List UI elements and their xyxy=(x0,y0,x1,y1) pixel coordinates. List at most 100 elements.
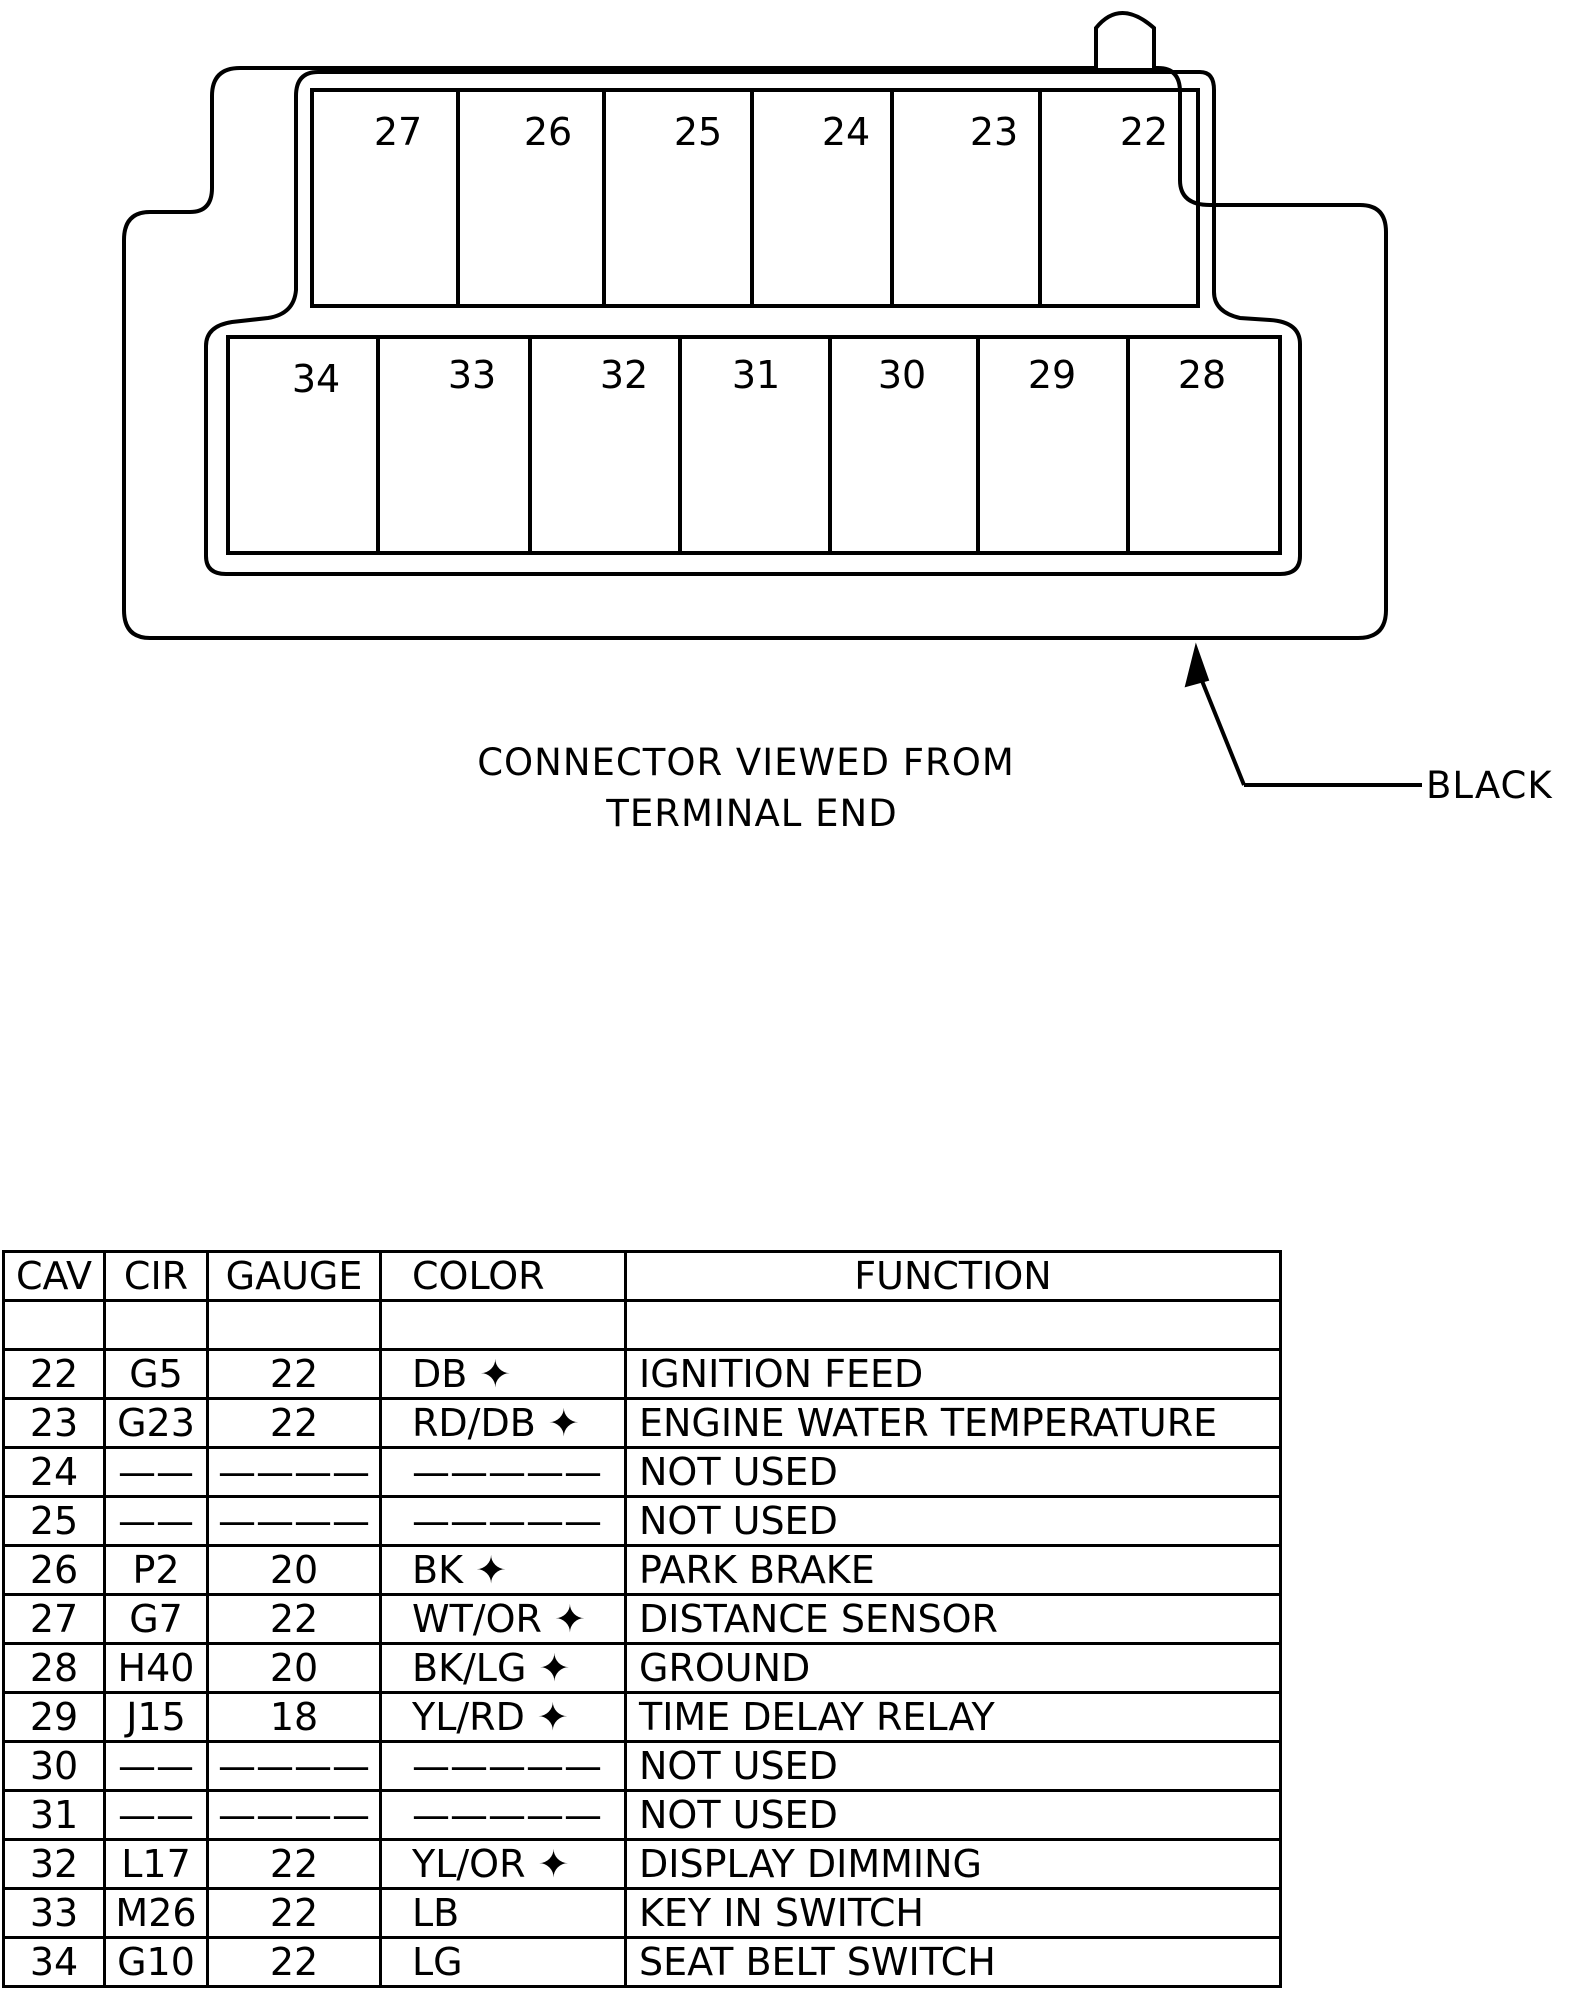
cavity-label-32: 32 xyxy=(600,353,648,397)
cell-color: ————— xyxy=(379,1495,627,1547)
table-row: 25———————————NOT USED xyxy=(2,1495,1282,1547)
cell-cav: 27 xyxy=(2,1593,106,1645)
upper-cavity-dividers xyxy=(456,90,1042,306)
cell-function: IGNITION FEED xyxy=(624,1348,1282,1400)
black-callout-leader xyxy=(1194,665,1422,787)
cell-cir: M26 xyxy=(103,1887,209,1939)
cavity-label-24: 24 xyxy=(822,110,870,154)
connector-housing xyxy=(122,66,1388,640)
cell-color: DB ✦ xyxy=(379,1348,627,1400)
cell-cav: 29 xyxy=(2,1691,106,1743)
cell-cav: 32 xyxy=(2,1838,106,1890)
cavity-label-27: 27 xyxy=(374,110,422,154)
locking-tab xyxy=(1094,11,1156,68)
cell-color: LB xyxy=(379,1887,627,1939)
cell-cav: 31 xyxy=(2,1789,106,1841)
cell-gauge: 22 xyxy=(206,1593,382,1645)
cell-cir: —— xyxy=(103,1789,209,1841)
cell-function: NOT USED xyxy=(624,1789,1282,1841)
cavity-label-29: 29 xyxy=(1028,353,1076,397)
header-gauge: GAUGE xyxy=(206,1250,382,1302)
table-spacer-row xyxy=(2,1299,1282,1351)
cell-color: WT/OR ✦ xyxy=(379,1593,627,1645)
cell-color: ————— xyxy=(379,1789,627,1841)
cell-gauge: ———— xyxy=(206,1495,382,1547)
cell-cav: 22 xyxy=(2,1348,106,1400)
cell-cav: 34 xyxy=(2,1936,106,1988)
cell-cav: 26 xyxy=(2,1544,106,1596)
cell-cir: P2 xyxy=(103,1544,209,1596)
cell-gauge: ———— xyxy=(206,1740,382,1792)
cell-cir: —— xyxy=(103,1446,209,1498)
header-function: FUNCTION xyxy=(624,1250,1282,1302)
cavity-label-33: 33 xyxy=(448,353,496,397)
diagram-caption-line1: CONNECTOR VIEWED FROM xyxy=(477,741,1015,784)
cavity-label-22: 22 xyxy=(1120,110,1168,154)
cell-color: BK ✦ xyxy=(379,1544,627,1596)
cavity-label-28: 28 xyxy=(1178,353,1226,397)
cell-gauge: 20 xyxy=(206,1642,382,1694)
diagram-caption-line2: TERMINAL END xyxy=(605,792,897,835)
color-callout-label: BLACK xyxy=(1426,764,1553,807)
cavity-label-26: 26 xyxy=(524,110,572,154)
cell-gauge: ———— xyxy=(206,1789,382,1841)
cell-color: RD/DB ✦ xyxy=(379,1397,627,1449)
cell-cav: 23 xyxy=(2,1397,106,1449)
table-row: 30———————————NOT USED xyxy=(2,1740,1282,1792)
cell-gauge: 22 xyxy=(206,1348,382,1400)
cell-gauge: 22 xyxy=(206,1397,382,1449)
cavity-label-34: 34 xyxy=(292,357,340,401)
cell-function: PARK BRAKE xyxy=(624,1544,1282,1596)
cell-color: ————— xyxy=(379,1446,627,1498)
table-row: 24———————————NOT USED xyxy=(2,1446,1282,1498)
cell-color: LG xyxy=(379,1936,627,1988)
cavity-label-30: 30 xyxy=(878,353,926,397)
cavity-label-31: 31 xyxy=(732,353,780,397)
table-header-row: CAV CIR GAUGE COLOR FUNCTION xyxy=(2,1250,1282,1302)
cell-function: NOT USED xyxy=(624,1446,1282,1498)
cell-function: KEY IN SWITCH xyxy=(624,1887,1282,1939)
cell-function: DISTANCE SENSOR xyxy=(624,1593,1282,1645)
cell-cav: 25 xyxy=(2,1495,106,1547)
cell-cir: G7 xyxy=(103,1593,209,1645)
cell-function: ENGINE WATER TEMPERATURE xyxy=(624,1397,1282,1449)
upper-cavity-frame xyxy=(204,70,1302,576)
cell-gauge: 22 xyxy=(206,1887,382,1939)
cell-color: ————— xyxy=(379,1740,627,1792)
header-cir: CIR xyxy=(103,1250,209,1302)
cell-cav: 28 xyxy=(2,1642,106,1694)
header-cav: CAV xyxy=(2,1250,106,1302)
cell-cir: H40 xyxy=(103,1642,209,1694)
cell-function: DISPLAY DIMMING xyxy=(624,1838,1282,1890)
cell-cir: —— xyxy=(103,1740,209,1792)
cell-function: GROUND xyxy=(624,1642,1282,1694)
cell-color: BK/LG ✦ xyxy=(379,1642,627,1694)
cell-gauge: 20 xyxy=(206,1544,382,1596)
cell-cir: G10 xyxy=(103,1936,209,1988)
cell-cir: J15 xyxy=(103,1691,209,1743)
cell-cav: 24 xyxy=(2,1446,106,1498)
cell-color: YL/OR ✦ xyxy=(379,1838,627,1890)
cell-cav: 33 xyxy=(2,1887,106,1939)
cell-cav: 30 xyxy=(2,1740,106,1792)
cell-cir: —— xyxy=(103,1495,209,1547)
cell-function: NOT USED xyxy=(624,1495,1282,1547)
upper-cavity-block xyxy=(310,88,1200,308)
cell-function: SEAT BELT SWITCH xyxy=(624,1936,1282,1988)
black-callout-arrowhead xyxy=(1184,642,1210,688)
cell-gauge: 18 xyxy=(206,1691,382,1743)
header-color: COLOR xyxy=(379,1250,627,1302)
cell-gauge: 22 xyxy=(206,1936,382,1988)
cell-function: NOT USED xyxy=(624,1740,1282,1792)
lower-cavity-block xyxy=(226,335,1282,555)
